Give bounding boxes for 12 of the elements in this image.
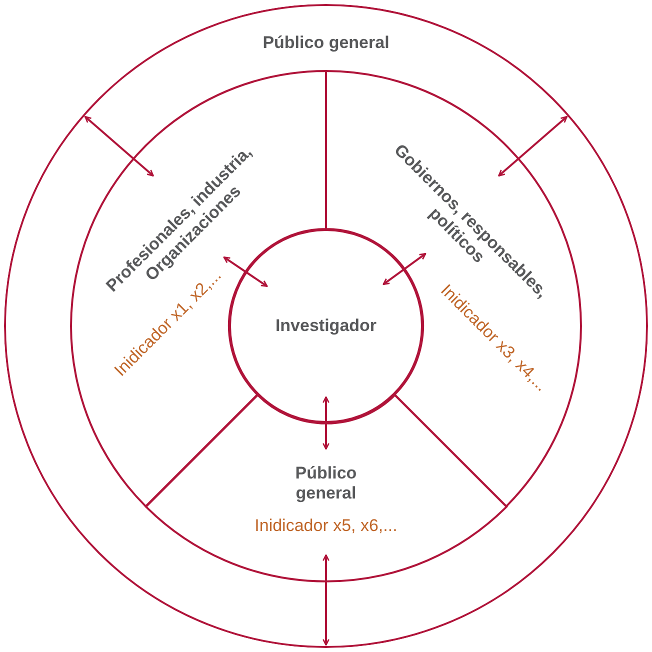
center-label: Investigador xyxy=(275,316,377,336)
double-arrow xyxy=(322,396,330,450)
group-label: Público general xyxy=(262,33,390,53)
double-arrow xyxy=(223,256,268,288)
double-arrow xyxy=(84,116,154,177)
double-arrow xyxy=(382,252,426,286)
indicator-label: Inidicador x5, x6,... xyxy=(254,516,398,536)
double-arrow xyxy=(498,116,568,177)
double-arrow xyxy=(322,554,330,646)
outer-circle xyxy=(4,4,648,648)
sector-title: Público general xyxy=(294,463,358,503)
sector xyxy=(146,394,506,581)
